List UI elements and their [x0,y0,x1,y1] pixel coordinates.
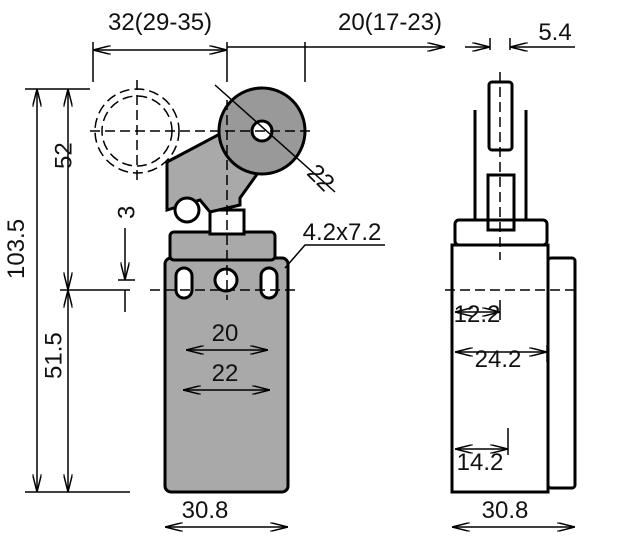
dim-total-height: 103.5 [3,219,30,279]
dim-slot-size: 4.2x7.2 [303,219,382,246]
front-view [90,80,310,494]
dim-lever-travel: 20(17-23) [338,9,442,36]
side-head [453,218,549,247]
dim-lever-reach: 32(29-35) [108,9,212,36]
side-view [445,38,577,527]
dimension-labels: 32(29-35) 20(17-23) 5.4 22 4.2x7.2 52 10… [3,9,572,524]
dim-side-24: 24.2 [475,346,522,373]
screw [213,267,239,293]
dim-roller-width: 5.4 [538,19,571,46]
mounting-slot-right [259,266,279,300]
dim-body-width-side: 30.8 [482,497,529,524]
side-plunger [473,110,528,232]
mounting-slot-left [174,266,194,300]
dim-lever-height: 52 [51,142,78,169]
head-block [168,230,277,262]
front-dimension-lines [25,42,445,527]
dim-side-12: 12.2 [454,301,501,328]
dim-offset: 3 [113,206,140,219]
dim-body-height: 51.5 [41,332,68,379]
dim-side-14: 14.2 [457,449,504,476]
lever-pivot [173,196,201,224]
dim-hole-spacing-outer: 22 [212,360,239,387]
dim-body-width-front: 30.8 [182,497,229,524]
side-panel [546,256,577,490]
dim-hole-spacing-inner: 20 [212,320,239,347]
